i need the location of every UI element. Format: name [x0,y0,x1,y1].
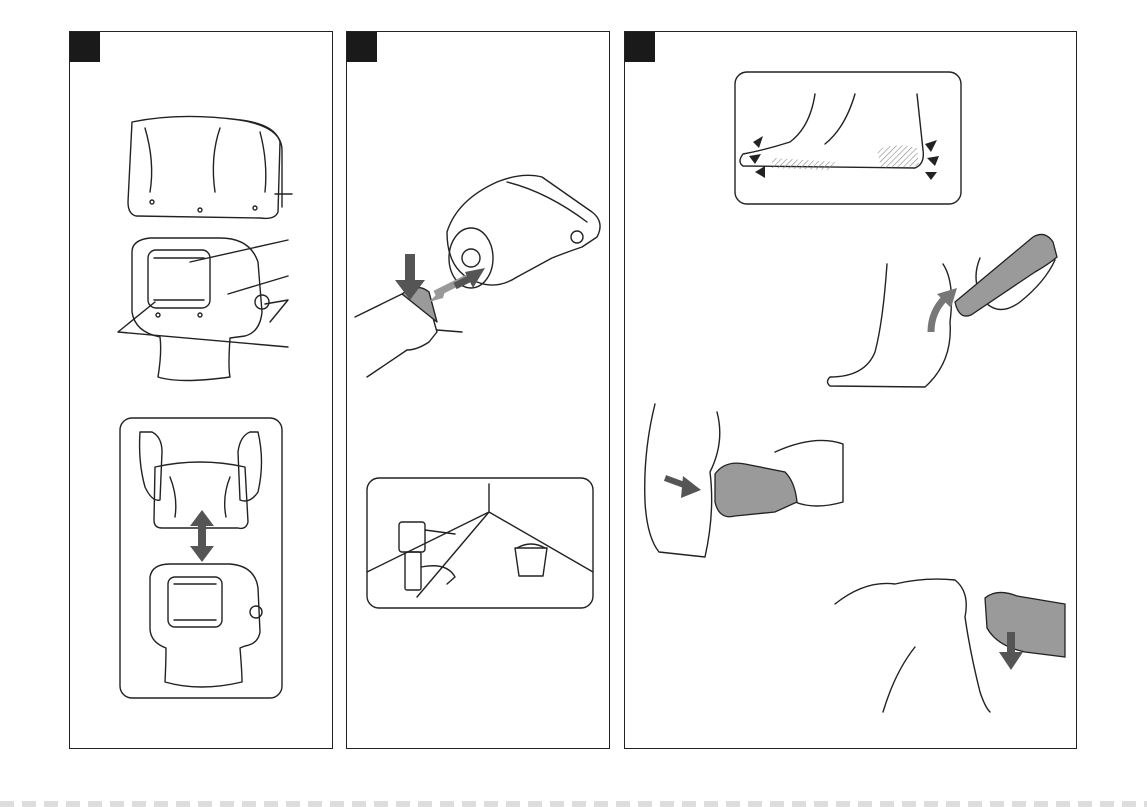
panel-3 [624,31,1077,749]
device-on-sole [715,463,797,517]
leader-line-c [228,276,288,294]
cap-and-head-illustration [70,32,334,750]
attach-head-illustration [347,32,611,750]
double-arrow-icon [429,268,485,302]
hard-skin-toes [771,158,835,170]
double-arrow-icon [190,510,214,562]
foot-sole [645,404,720,557]
rinse-inset-frame [367,478,593,608]
tap-icon [399,522,455,590]
panel-1 [69,31,333,749]
device-on-toes [985,592,1065,657]
leader-line-d [118,300,288,347]
roller-head [132,238,262,381]
foot-zones-inset [735,72,961,204]
footer-dotted-rule [0,801,1147,807]
panel-2 [346,31,610,749]
hands-toes [835,579,990,712]
usage-illustration [625,32,1078,750]
curved-arrow-icon [931,288,957,332]
roller-head-unit [447,175,600,285]
hard-skin-heel [877,145,919,168]
push-arrow-icon [665,476,701,498]
bowl-icon [515,544,547,576]
device-on-heel [955,234,1057,316]
